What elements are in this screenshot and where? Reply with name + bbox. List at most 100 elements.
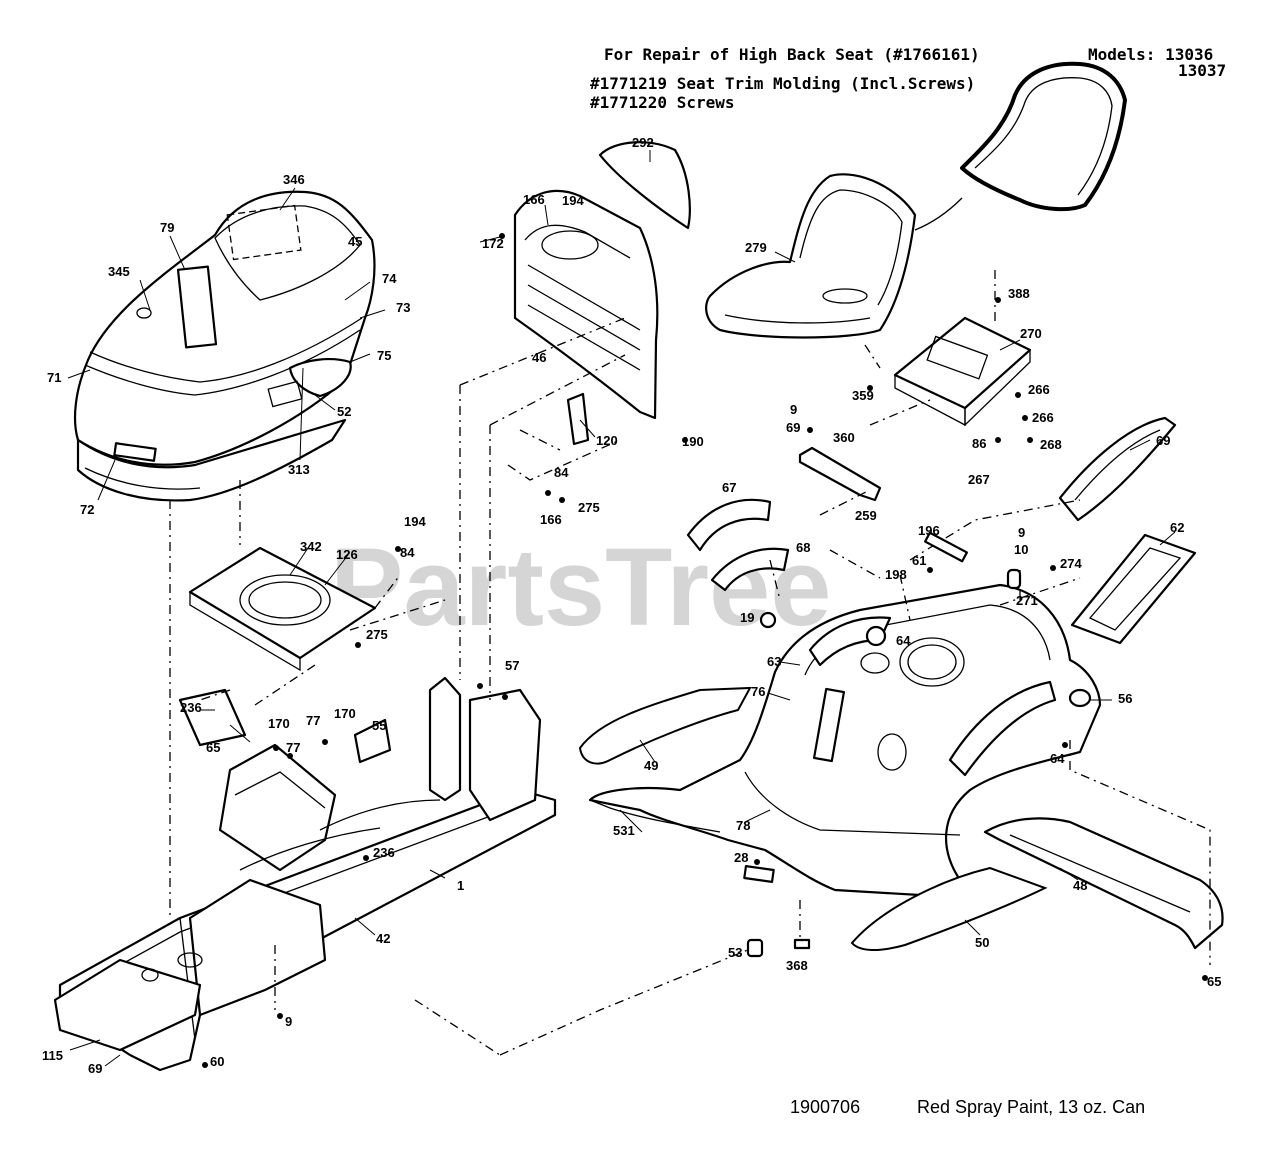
header-line-2: #1771219 Seat Trim Molding (Incl.Screws)	[590, 74, 975, 93]
callout-271: 271	[1016, 593, 1038, 608]
callout-86: 86	[972, 436, 986, 451]
callout-345: 345	[108, 264, 130, 279]
callout-198: 198	[885, 567, 907, 582]
pad-62	[1070, 533, 1197, 645]
callout-50: 50	[975, 935, 989, 950]
callout-65: 65	[206, 740, 220, 755]
callout-313: 313	[288, 462, 310, 477]
callout-342: 342	[300, 539, 322, 554]
part-68	[710, 547, 790, 592]
callout-9: 9	[1018, 525, 1025, 540]
seat-279	[705, 173, 917, 339]
callout-77: 77	[306, 713, 320, 728]
callout-56: 56	[1118, 691, 1132, 706]
callout-196: 196	[918, 523, 940, 538]
callout-67: 67	[722, 480, 736, 495]
callout-53: 53	[728, 945, 742, 960]
callout-75: 75	[377, 348, 391, 363]
callout-74: 74	[382, 271, 397, 286]
callout-64: 64	[896, 633, 911, 648]
callout-531: 531	[613, 823, 635, 838]
callout-236: 236	[180, 700, 202, 715]
callout-71: 71	[47, 370, 61, 385]
callout-63: 63	[767, 654, 781, 669]
hood-assembly	[73, 190, 376, 502]
callout-368: 368	[786, 958, 808, 973]
callout-274: 274	[1060, 556, 1082, 571]
callout-166: 166	[540, 512, 562, 527]
callout-120: 120	[596, 433, 618, 448]
callout-275: 275	[578, 500, 600, 515]
callout-268: 268	[1040, 437, 1062, 452]
callout-266: 266	[1032, 410, 1054, 425]
callout-69: 69	[786, 420, 800, 435]
callout-49: 49	[644, 758, 658, 773]
callout-48: 48	[1073, 878, 1087, 893]
seat-pan-270	[893, 316, 1032, 427]
footer-code: 1900706	[790, 1097, 860, 1117]
part-67	[686, 498, 772, 552]
callout-275: 275	[366, 627, 388, 642]
callout-292: 292	[632, 135, 654, 150]
callout-84: 84	[400, 545, 415, 560]
callout-388: 388	[1008, 286, 1030, 301]
panel-342	[188, 546, 377, 672]
callout-9: 9	[790, 402, 797, 417]
callout-64: 64	[1050, 751, 1065, 766]
callout-55: 55	[372, 718, 386, 733]
callout-60: 60	[210, 1054, 224, 1069]
callout-46: 46	[532, 350, 546, 365]
mat-49	[578, 686, 752, 765]
callout-170: 170	[334, 706, 356, 721]
leader-lines	[67, 150, 1176, 1067]
callout-62: 62	[1170, 520, 1184, 535]
callout-68: 68	[796, 540, 810, 555]
callout-28: 28	[734, 850, 748, 865]
header-line-3: #1771220 Screws	[590, 93, 735, 112]
watermark: PartsTree	[330, 526, 831, 649]
callout-61: 61	[912, 553, 926, 568]
callout-194: 194	[404, 514, 426, 529]
callout-172: 172	[482, 236, 504, 251]
seat-trim	[914, 61, 1127, 231]
callout-166: 166	[523, 192, 545, 207]
header-line-1: For Repair of High Back Seat (#1766161)	[604, 45, 980, 64]
trim-69	[1058, 416, 1177, 522]
callout-10: 10	[1014, 542, 1028, 557]
callout-69: 69	[1156, 433, 1170, 448]
fasteners	[202, 233, 1208, 1068]
mat-50	[850, 866, 1048, 951]
board-48	[983, 817, 1224, 950]
callout-270: 270	[1020, 326, 1042, 341]
callout-79: 79	[160, 220, 174, 235]
callout-72: 72	[80, 502, 94, 517]
callout-76: 76	[751, 684, 765, 699]
callout-170: 170	[268, 716, 290, 731]
callout-346: 346	[283, 172, 305, 187]
callout-78: 78	[736, 818, 750, 833]
dash-panel-46	[513, 189, 659, 446]
callout-9: 9	[285, 1014, 292, 1029]
callout-360: 360	[833, 430, 855, 445]
callout-194: 194	[562, 193, 584, 208]
callout-84: 84	[554, 465, 569, 480]
callout-65: 65	[1207, 974, 1221, 989]
callout-359: 359	[852, 388, 874, 403]
callout-45: 45	[348, 234, 362, 249]
header-models: Models: 13036	[1088, 45, 1213, 64]
footer-note: Red Spray Paint, 13 oz. Can	[917, 1097, 1145, 1117]
callout-236: 236	[373, 845, 395, 860]
frame-assembly	[53, 676, 557, 1072]
callout-52: 52	[337, 404, 351, 419]
callout-69: 69	[88, 1061, 102, 1076]
callout-77: 77	[286, 740, 300, 755]
callout-266: 266	[1028, 382, 1050, 397]
lens-292	[598, 141, 691, 230]
callout-267: 267	[968, 472, 990, 487]
fender-deck	[588, 583, 1102, 897]
seat-bracket-259	[798, 446, 882, 502]
callout-190: 190	[682, 434, 704, 449]
